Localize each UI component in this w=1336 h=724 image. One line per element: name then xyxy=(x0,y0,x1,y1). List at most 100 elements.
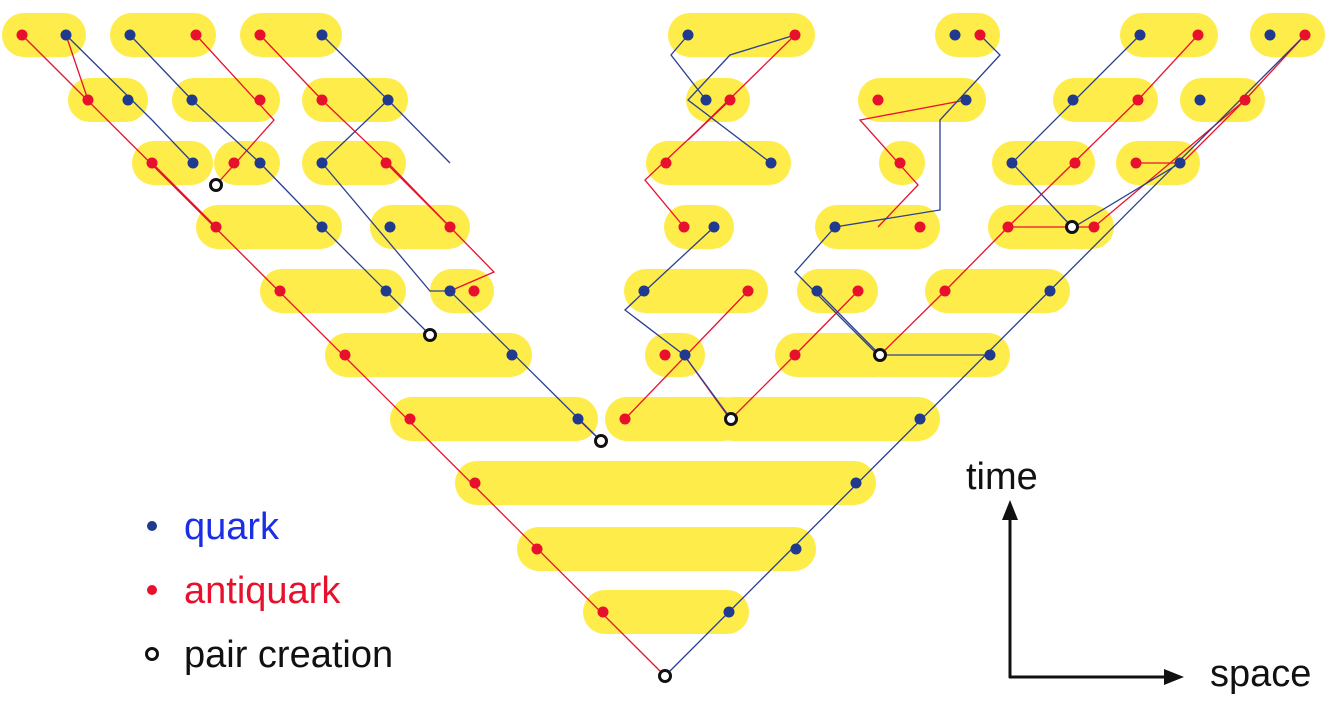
quark-dot xyxy=(1044,285,1056,297)
quark-worldline xyxy=(623,226,732,420)
hadron xyxy=(196,205,342,249)
pair-creation-vertex xyxy=(1065,220,1079,234)
quark-dot xyxy=(380,285,392,297)
quark-dot xyxy=(122,94,134,106)
quark-worldline xyxy=(321,162,602,442)
quark-dot xyxy=(1174,157,1186,169)
hadron xyxy=(1250,13,1325,57)
hadron xyxy=(455,461,876,505)
antiquark-dot xyxy=(1132,94,1144,106)
hadron xyxy=(645,333,705,377)
antiquark-legend-label: antiquark xyxy=(184,570,341,612)
space-arrow-head-icon xyxy=(1164,669,1184,685)
quark-worldline xyxy=(1073,162,1181,228)
hadron xyxy=(646,141,791,185)
antiquark-worldline xyxy=(1137,34,1199,101)
quark-worldline xyxy=(129,34,431,336)
antiquark-worldline xyxy=(65,34,89,101)
antiquark-worldline xyxy=(858,99,967,228)
quark-dot xyxy=(186,94,198,106)
quark-dot xyxy=(914,413,926,425)
antiquark-dot xyxy=(742,285,754,297)
antiquark-dot xyxy=(1088,221,1100,233)
antiquark-dot xyxy=(228,157,240,169)
quark-dot xyxy=(1264,29,1276,41)
antiquark-dot xyxy=(404,413,416,425)
quark-dot xyxy=(638,285,650,297)
quark-dot xyxy=(708,221,720,233)
quark-dot xyxy=(700,94,712,106)
hadron xyxy=(240,13,342,57)
quark-dot xyxy=(1006,157,1018,169)
hadron xyxy=(815,205,940,249)
hadron xyxy=(1120,13,1218,57)
antiquark-dot xyxy=(852,285,864,297)
quark-worldline xyxy=(65,34,194,164)
quark-dot xyxy=(60,29,72,41)
hadron xyxy=(935,13,1000,57)
hadron xyxy=(797,269,878,313)
antiquark-dot xyxy=(190,29,202,41)
quark-legend-label: quark xyxy=(184,506,280,548)
hadron xyxy=(430,269,494,313)
quark-worldline xyxy=(794,34,1001,356)
hadron xyxy=(583,590,749,634)
time-arrow-head-icon xyxy=(1002,500,1018,520)
antiquark-dot xyxy=(789,349,801,361)
pair-creation-legend-label: pair creation xyxy=(184,634,393,676)
quark-dot xyxy=(679,349,691,361)
antiquark-dot xyxy=(724,94,736,106)
antiquark-worldline xyxy=(1136,34,1306,164)
quark-dot xyxy=(1194,94,1206,106)
hadron xyxy=(711,397,940,441)
pair-creation-vertices xyxy=(209,178,1079,683)
pair-creation-vertex xyxy=(724,412,738,426)
hadron xyxy=(517,527,816,571)
quark-dot xyxy=(790,543,802,555)
antiquark-dot xyxy=(444,221,456,233)
quark-dot xyxy=(124,29,136,41)
quark-legend-dot xyxy=(147,521,157,531)
hadron xyxy=(925,269,1070,313)
antiquark-worldline xyxy=(385,162,451,228)
legend: quark antiquark pair creation xyxy=(145,506,393,676)
quark-dot xyxy=(811,285,823,297)
pair-creation-vertex xyxy=(423,328,437,342)
quark-dot xyxy=(506,349,518,361)
quark-dot xyxy=(960,94,972,106)
antiquark-dot xyxy=(939,285,951,297)
hadron xyxy=(686,78,750,122)
quark-dot xyxy=(187,157,199,169)
hadron xyxy=(664,205,734,249)
hadron xyxy=(668,13,815,57)
antiquark-dot xyxy=(597,606,609,618)
antiquark-dot xyxy=(789,29,801,41)
hadron xyxy=(1180,78,1265,122)
antiquark-dot xyxy=(531,543,543,555)
antiquark-dot xyxy=(254,29,266,41)
quark-dot xyxy=(949,29,961,41)
antiquark-dot xyxy=(619,413,631,425)
pair-creation-legend-icon xyxy=(145,647,159,661)
pair-creation-vertex xyxy=(209,178,223,192)
quark-dot xyxy=(316,29,328,41)
hadron xyxy=(1053,78,1158,122)
antiquark-dot xyxy=(16,29,28,41)
hadron xyxy=(68,78,148,122)
antiquark-dot xyxy=(1002,221,1014,233)
hadron xyxy=(325,333,532,377)
quark-dot xyxy=(682,29,694,41)
antiquark-dot xyxy=(339,349,351,361)
quark-dot xyxy=(316,221,328,233)
quark-dot xyxy=(765,157,777,169)
antiquark-dot xyxy=(82,94,94,106)
antiquark-dot xyxy=(210,221,222,233)
antiquark-legend-dot xyxy=(147,585,157,595)
antiquark-dot xyxy=(678,221,690,233)
pair-creation-vertex xyxy=(658,669,672,683)
quark-dot xyxy=(829,221,841,233)
quark-dot xyxy=(1134,29,1146,41)
pair-creation-vertex xyxy=(873,348,887,362)
antiquark-dot xyxy=(146,157,158,169)
